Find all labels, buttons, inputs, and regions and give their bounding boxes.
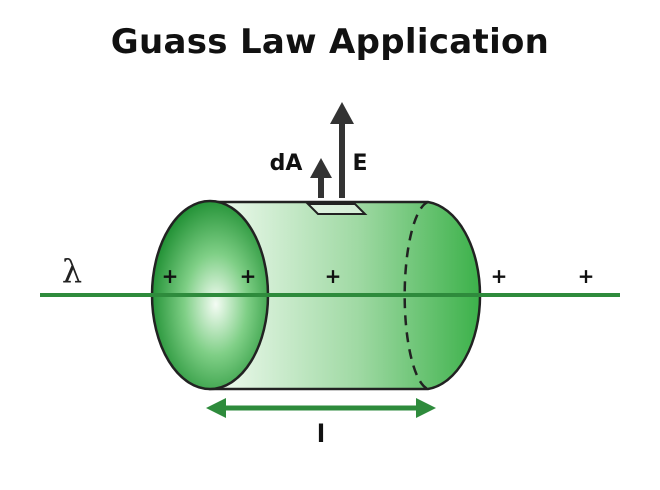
- dA-label: dA: [270, 151, 303, 176]
- E-arrow-head: [330, 102, 354, 124]
- lambda-label: λ: [62, 252, 82, 290]
- charge-plus-3: +: [325, 264, 342, 288]
- cylinder-hidden-edge: [403, 200, 429, 391]
- charge-plus-5: +: [578, 264, 595, 288]
- page-title: Guass Law Application: [110, 22, 550, 62]
- charge-plus-4: +: [491, 264, 508, 288]
- length-label: l: [317, 420, 325, 448]
- surface-element-patch: [305, 203, 368, 215]
- charge-plus-1: +: [162, 264, 179, 288]
- E-label: E: [352, 151, 367, 176]
- dA-arrow-head: [310, 158, 332, 178]
- charge-plus-2: +: [240, 264, 257, 288]
